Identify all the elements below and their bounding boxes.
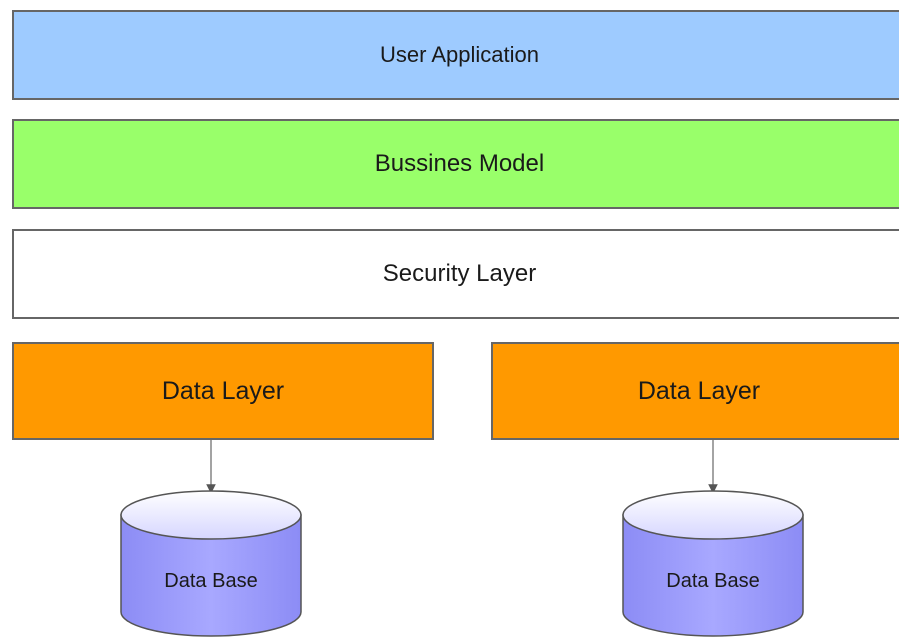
user-application-layer: User Application [12,10,899,100]
database-right-label: Data Base [666,570,759,592]
security-layer: Security Layer [12,229,899,319]
database-right-icon: Data Base [622,490,804,637]
business-model-layer: Bussines Model [12,119,899,209]
database-left-label: Data Base [164,570,257,592]
data-layer-right-label: Data Layer [637,376,761,405]
data-layer-left-label: Data Layer [161,376,285,405]
user-application-label: User Application [380,42,539,67]
security-layer-label: Security Layer [382,260,537,287]
database-left-icon: Data Base [120,490,302,637]
data-layer-left: Data Layer [12,342,434,440]
data-layer-right: Data Layer [491,342,899,440]
business-model-label: Bussines Model [374,150,545,177]
